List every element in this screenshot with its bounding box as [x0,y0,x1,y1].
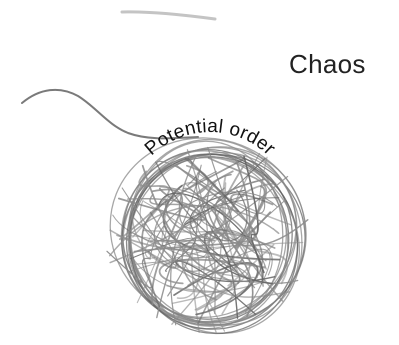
stray-line [122,12,215,19]
yarn-ball [82,109,335,345]
chaos-label: Chaos [289,49,366,80]
